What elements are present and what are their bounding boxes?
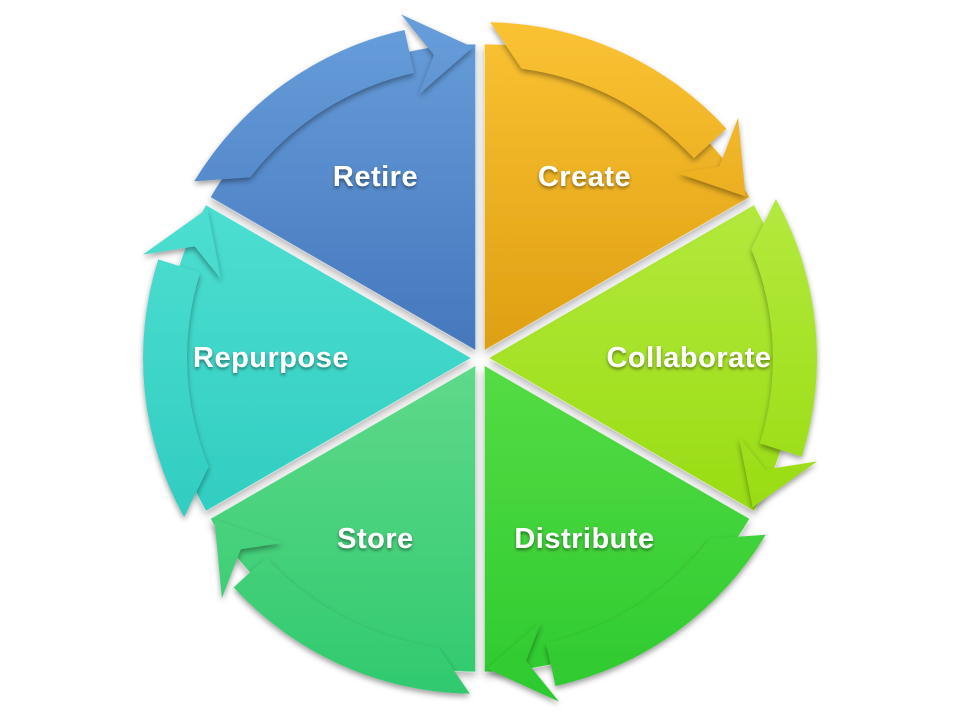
segment-label-distribute: Distribute [514, 523, 654, 555]
segment-arrow-store [233, 557, 470, 694]
segment-arrowhead-collaborate [738, 436, 818, 508]
segment-arrow-collaborate [751, 199, 817, 457]
segment-arrow-distribute [546, 534, 766, 686]
segment-arrow-repurpose [143, 259, 209, 517]
segment-arrowhead-store [214, 519, 283, 599]
segment-create: Create [484, 22, 751, 352]
segment-arrowhead-repurpose [142, 208, 222, 280]
segment-label-collaborate: Collaborate [606, 342, 771, 374]
segment-retire: Retire [194, 14, 476, 352]
segment-label-repurpose: Repurpose [193, 342, 349, 374]
segment-label-retire: Retire [333, 161, 418, 193]
segment-store: Store [209, 364, 476, 694]
segment-label-store: Store [337, 523, 414, 555]
segment-arrow-retire [194, 30, 414, 182]
segment-arrowhead-retire [401, 14, 473, 95]
segment-arrowhead-distribute [487, 621, 559, 702]
segment-collaborate: Collaborate [488, 199, 818, 512]
segment-distribute: Distribute [484, 364, 766, 702]
segment-arrowhead-create [677, 117, 746, 197]
segment-repurpose: Repurpose [142, 204, 472, 517]
segment-arrow-create [490, 22, 727, 159]
segment-label-create: Create [538, 161, 631, 193]
